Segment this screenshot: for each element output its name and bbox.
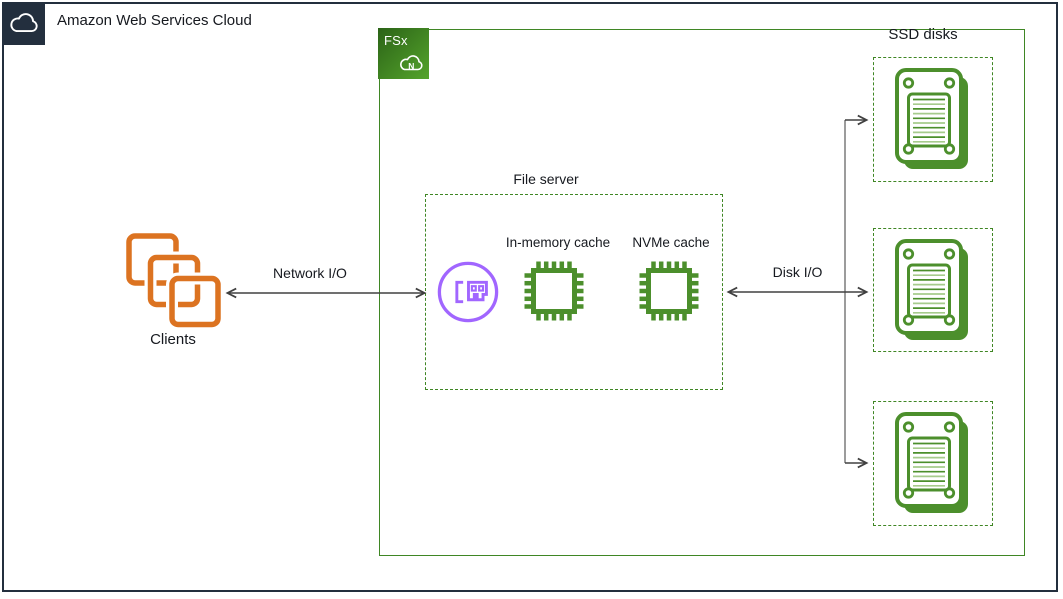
aws-cloud-group-box — [2, 2, 1058, 592]
nvme-cache-label: NVMe cache — [632, 235, 710, 250]
in-memory-cache-chip-icon — [524, 261, 584, 321]
ssd-disk-icon — [895, 68, 968, 169]
ssd-disk-icon — [895, 239, 968, 340]
aws-cloud-title: Amazon Web Services Cloud — [57, 12, 252, 29]
network-io-label: Network I/O — [273, 265, 347, 281]
in-memory-cache-label: In-memory cache — [505, 235, 611, 250]
ssd-disk-box — [873, 401, 993, 526]
ssd-disk-box — [873, 228, 993, 352]
ssd-disk-icon — [895, 412, 968, 513]
disk-io-label: Disk I/O — [772, 264, 823, 280]
fsx-badge-label: FSx — [384, 33, 408, 48]
fsx-netapp-ontap-icon: FSx N — [378, 28, 429, 79]
network-card-icon — [437, 261, 499, 323]
clients-icon — [126, 233, 221, 328]
aws-cloud-icon — [2, 2, 45, 45]
file-server-label: File server — [513, 171, 579, 187]
cloud-glyph — [9, 12, 38, 32]
nvme-cache-chip-icon — [639, 261, 699, 321]
fsx-cloud-n-glyph: N — [400, 55, 423, 71]
fsx-cloud-letter: N — [408, 61, 414, 71]
ssd-disks-label: SSD disks — [888, 26, 958, 43]
clients-label: Clients — [150, 331, 196, 348]
ssd-disk-box — [873, 57, 993, 182]
